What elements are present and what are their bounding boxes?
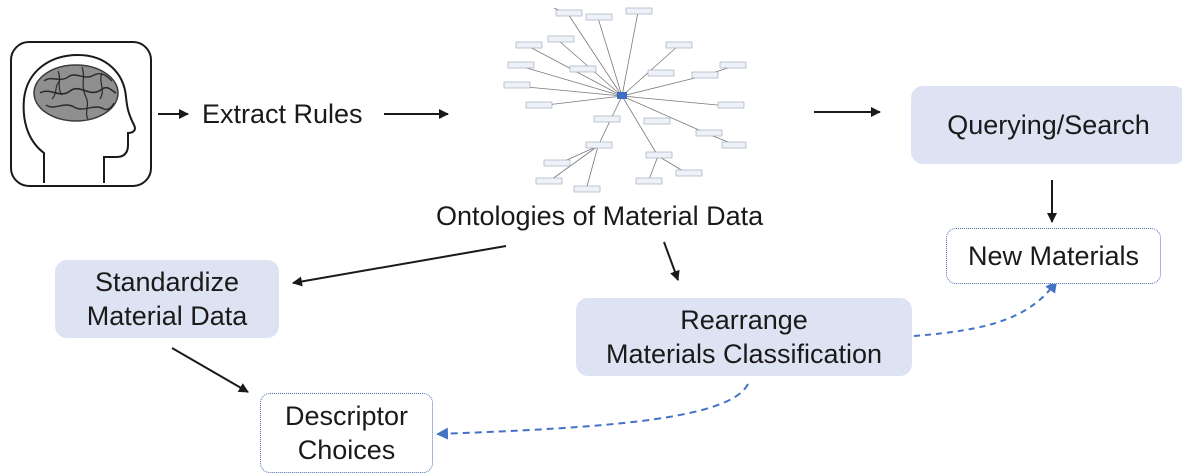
extract-rules-label: Extract Rules <box>202 99 363 129</box>
rearrange-line1: Rearrange <box>680 305 808 335</box>
standardize-line1: Standardize <box>94 267 240 297</box>
descriptor-line1: Descriptor <box>284 401 409 431</box>
ontology-caption: Ontologies of Material Data <box>436 201 764 231</box>
standardize-line2: Material Data <box>86 301 248 331</box>
arrow-standardize-to-descriptor <box>171 347 249 393</box>
descriptor-line2: Choices <box>297 435 396 465</box>
ontology-graph-icon <box>503 7 747 193</box>
dashed-arrow-rearrange-to-descriptor <box>436 383 749 440</box>
rearrange-box: Rearrange Materials Classification <box>576 298 912 376</box>
querying-search-box: Querying/Search <box>911 86 1182 164</box>
arrow-ontology-to-rearrange <box>663 241 680 281</box>
descriptor-box: Descriptor Choices <box>260 393 433 473</box>
head-icon <box>10 41 152 187</box>
rearrange-line2: Materials Classification <box>605 339 883 369</box>
new-materials-box: New Materials <box>946 228 1161 284</box>
new-materials-label: New Materials <box>967 241 1140 271</box>
arrow-ontology-to-standardize <box>292 245 507 287</box>
dashed-arrow-rearrange-to-new <box>913 280 1058 337</box>
querying-search-label: Querying/Search <box>947 110 1150 140</box>
standardize-box: Standardize Material Data <box>55 260 279 338</box>
